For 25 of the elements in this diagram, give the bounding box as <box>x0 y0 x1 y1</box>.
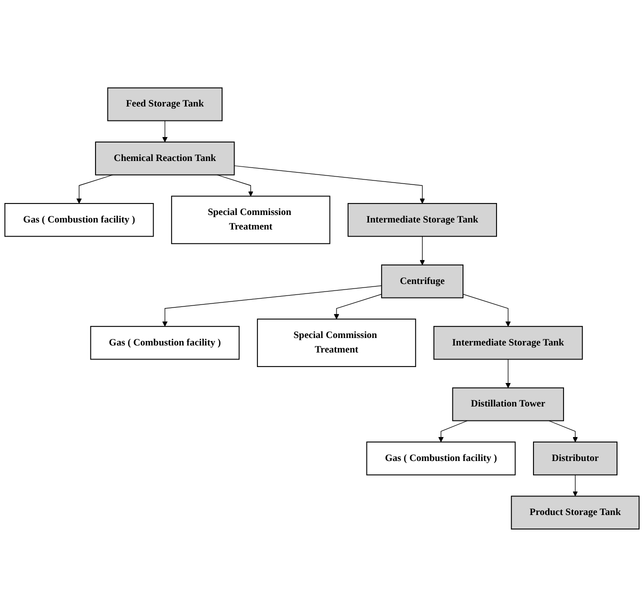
node-box: Gas ( Combustion facility ) <box>366 441 516 475</box>
node-box: Intermediate Storage Tank <box>433 326 583 360</box>
arrow <box>162 284 382 326</box>
arrow <box>505 358 511 388</box>
node-box: Distillation Tower <box>452 386 564 421</box>
node-box: Special Commission Treatment <box>256 318 416 367</box>
node-box: Intermediate Storage Tank <box>348 202 497 236</box>
node-box: Chemical Reaction Tank <box>95 141 235 175</box>
node-box: Gas ( Combustion facility ) <box>4 202 154 236</box>
node-box: Feed Storage Tank <box>107 86 223 121</box>
node-box: Special Commission Treatment <box>171 195 330 244</box>
arrow <box>462 293 511 326</box>
arrow <box>420 236 425 265</box>
node-box: Distributor <box>533 441 618 475</box>
arrow <box>572 474 578 496</box>
node-box: Gas ( Combustion facility ) <box>90 326 240 360</box>
arrow <box>216 174 254 196</box>
arrow <box>548 420 578 442</box>
arrow <box>438 420 468 442</box>
arrow <box>162 120 168 142</box>
node-box: Centrifuge <box>381 264 464 298</box>
arrow <box>76 174 114 204</box>
arrow <box>234 165 425 204</box>
node-box: Product Storage Tank <box>510 495 640 530</box>
arrow <box>334 293 382 319</box>
